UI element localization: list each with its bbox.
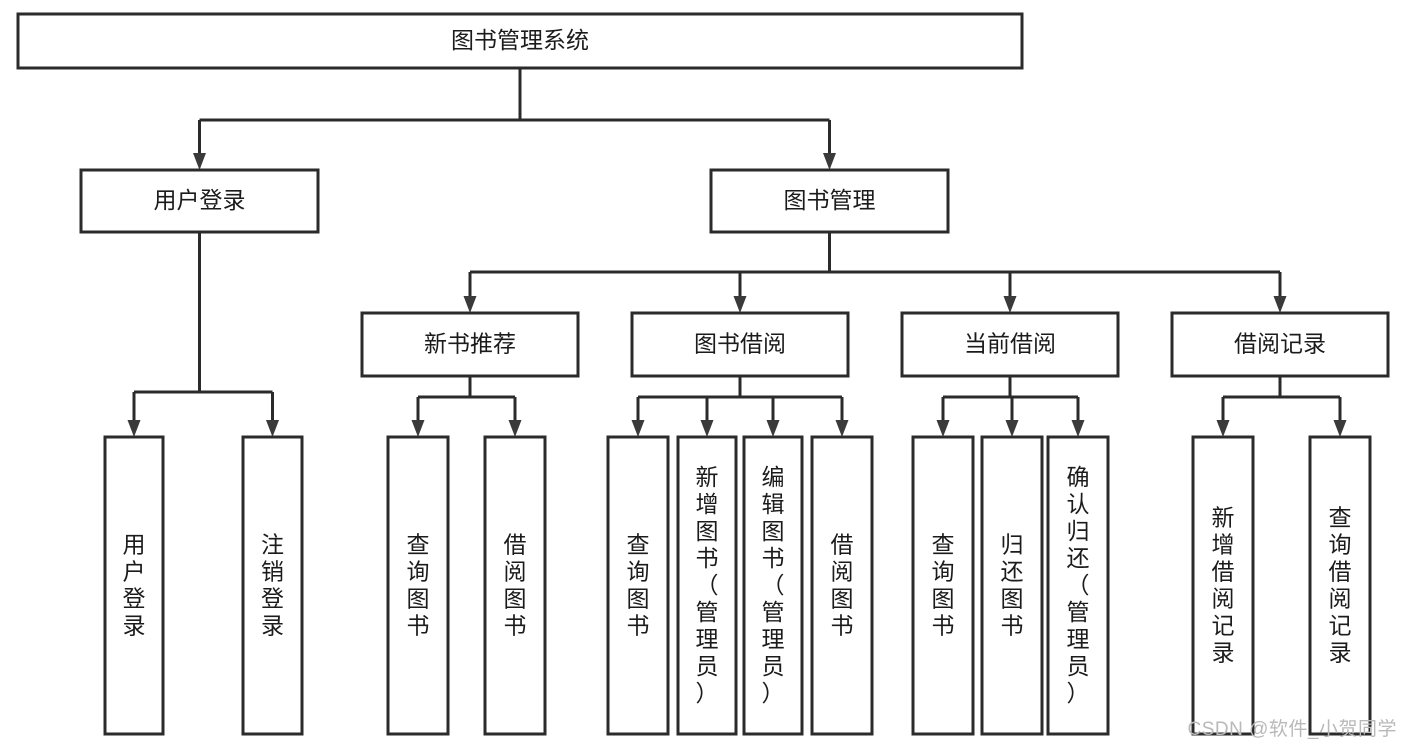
node-label-leaf-add-record: 新增借阅记录	[1212, 505, 1235, 666]
node-label-leaf-query-record: 查询借阅记录	[1329, 505, 1352, 666]
node-label-leaf-return-book: 归还图书	[1001, 532, 1024, 639]
arrowhead-leaf-query-record	[1333, 420, 1347, 437]
node-box-book-manage	[709, 168, 950, 234]
node-label-root: 图书管理系统	[451, 27, 589, 53]
node-label-current-borrow: 当前借阅	[964, 331, 1056, 357]
node-leaf-query-book-3[interactable]: 查询图书	[911, 435, 975, 736]
node-leaf-query-book-2[interactable]: 查询图书	[606, 435, 670, 736]
arrowhead-leaf-return-book	[1005, 420, 1019, 437]
node-label-leaf-confirm-return: 确认归还（管理员）	[1067, 464, 1090, 706]
arrowhead-new-book-recommend	[463, 296, 477, 313]
node-box-leaf-query-book-1	[386, 435, 450, 736]
node-layer: 图书管理系统用户登录图书管理新书推荐图书借阅当前借阅借阅记录用户登录注销登录查询…	[16, 12, 1390, 736]
node-leaf-borrow-book-2[interactable]: 借阅图书	[810, 435, 874, 736]
node-box-leaf-logout	[241, 435, 304, 736]
node-leaf-add-record[interactable]: 新增借阅记录	[1191, 435, 1255, 736]
node-box-new-book-recommend	[360, 311, 580, 378]
node-box-leaf-query-record	[1308, 435, 1372, 736]
connector-layer	[127, 68, 1347, 437]
node-leaf-query-record[interactable]: 查询借阅记录	[1308, 435, 1372, 736]
node-leaf-logout[interactable]: 注销登录	[241, 435, 304, 736]
node-leaf-return-book[interactable]: 归还图书	[980, 435, 1044, 736]
arrowhead-book-manage	[823, 153, 836, 170]
node-box-root	[16, 12, 1024, 70]
node-label-leaf-logout: 注销登录	[261, 532, 284, 639]
arrowhead-leaf-user-login	[127, 420, 141, 437]
node-borrow-record[interactable]: 借阅记录	[1170, 311, 1390, 378]
node-label-leaf-user-login: 用户登录	[123, 532, 146, 639]
node-label-leaf-query-book-1: 查询图书	[407, 532, 430, 639]
node-label-book-borrow: 图书借阅	[694, 331, 786, 357]
node-box-leaf-add-record	[1191, 435, 1255, 736]
node-box-borrow-record	[1170, 311, 1390, 378]
node-new-book-recommend[interactable]: 新书推荐	[360, 311, 580, 378]
node-label-leaf-query-book-3: 查询图书	[932, 532, 955, 639]
node-box-leaf-borrow-book-2	[810, 435, 874, 736]
node-box-leaf-query-book-2	[606, 435, 670, 736]
node-root[interactable]: 图书管理系统	[16, 12, 1024, 70]
arrowhead-borrow-record	[1273, 296, 1287, 313]
node-label-new-book-recommend: 新书推荐	[424, 331, 516, 357]
node-box-user-login	[79, 168, 320, 234]
node-current-borrow[interactable]: 当前借阅	[900, 311, 1120, 378]
node-label-book-manage: 图书管理	[784, 187, 876, 213]
arrowhead-leaf-query-book-1	[411, 420, 425, 437]
node-box-leaf-add-book	[676, 435, 738, 736]
node-leaf-add-book[interactable]: 新增图书（管理员）	[676, 435, 738, 736]
arrowhead-leaf-add-record	[1216, 420, 1230, 437]
node-leaf-borrow-book-1[interactable]: 借阅图书	[483, 435, 547, 736]
node-box-leaf-confirm-return	[1046, 435, 1110, 736]
arrowhead-current-borrow	[1003, 296, 1017, 313]
node-box-book-borrow	[630, 311, 850, 378]
node-box-leaf-return-book	[980, 435, 1044, 736]
node-label-leaf-query-book-2: 查询图书	[627, 532, 650, 639]
node-leaf-confirm-return[interactable]: 确认归还（管理员）	[1046, 435, 1110, 736]
node-user-login[interactable]: 用户登录	[79, 168, 320, 234]
node-box-leaf-query-book-3	[911, 435, 975, 736]
arrowhead-leaf-borrow-book-1	[508, 420, 522, 437]
node-label-leaf-borrow-book-1: 借阅图书	[504, 532, 527, 639]
node-book-borrow[interactable]: 图书借阅	[630, 311, 850, 378]
node-label-leaf-borrow-book-2: 借阅图书	[831, 532, 854, 639]
node-label-user-login: 用户登录	[154, 187, 246, 213]
node-box-current-borrow	[900, 311, 1120, 378]
arrowhead-leaf-borrow-book-2	[835, 420, 849, 437]
arrowhead-leaf-edit-book	[766, 420, 780, 437]
node-leaf-user-login[interactable]: 用户登录	[103, 435, 165, 736]
arrowhead-leaf-confirm-return	[1071, 420, 1085, 437]
node-box-leaf-edit-book	[742, 435, 804, 736]
arrowhead-leaf-logout	[266, 420, 279, 437]
node-label-borrow-record: 借阅记录	[1234, 331, 1326, 357]
arrowhead-leaf-query-book-3	[936, 420, 950, 437]
node-label-leaf-add-book: 新增图书（管理员）	[696, 464, 719, 706]
arrowhead-leaf-query-book-2	[631, 420, 645, 437]
node-book-manage[interactable]: 图书管理	[709, 168, 950, 234]
node-box-leaf-borrow-book-1	[483, 435, 547, 736]
arrowhead-book-borrow	[733, 296, 747, 313]
node-leaf-query-book-1[interactable]: 查询图书	[386, 435, 450, 736]
node-label-leaf-edit-book: 编辑图书（管理员）	[762, 464, 785, 706]
node-leaf-edit-book[interactable]: 编辑图书（管理员）	[742, 435, 804, 736]
arrowhead-leaf-add-book	[700, 420, 714, 437]
arrowhead-user-login	[193, 153, 206, 170]
node-box-leaf-user-login	[103, 435, 165, 736]
